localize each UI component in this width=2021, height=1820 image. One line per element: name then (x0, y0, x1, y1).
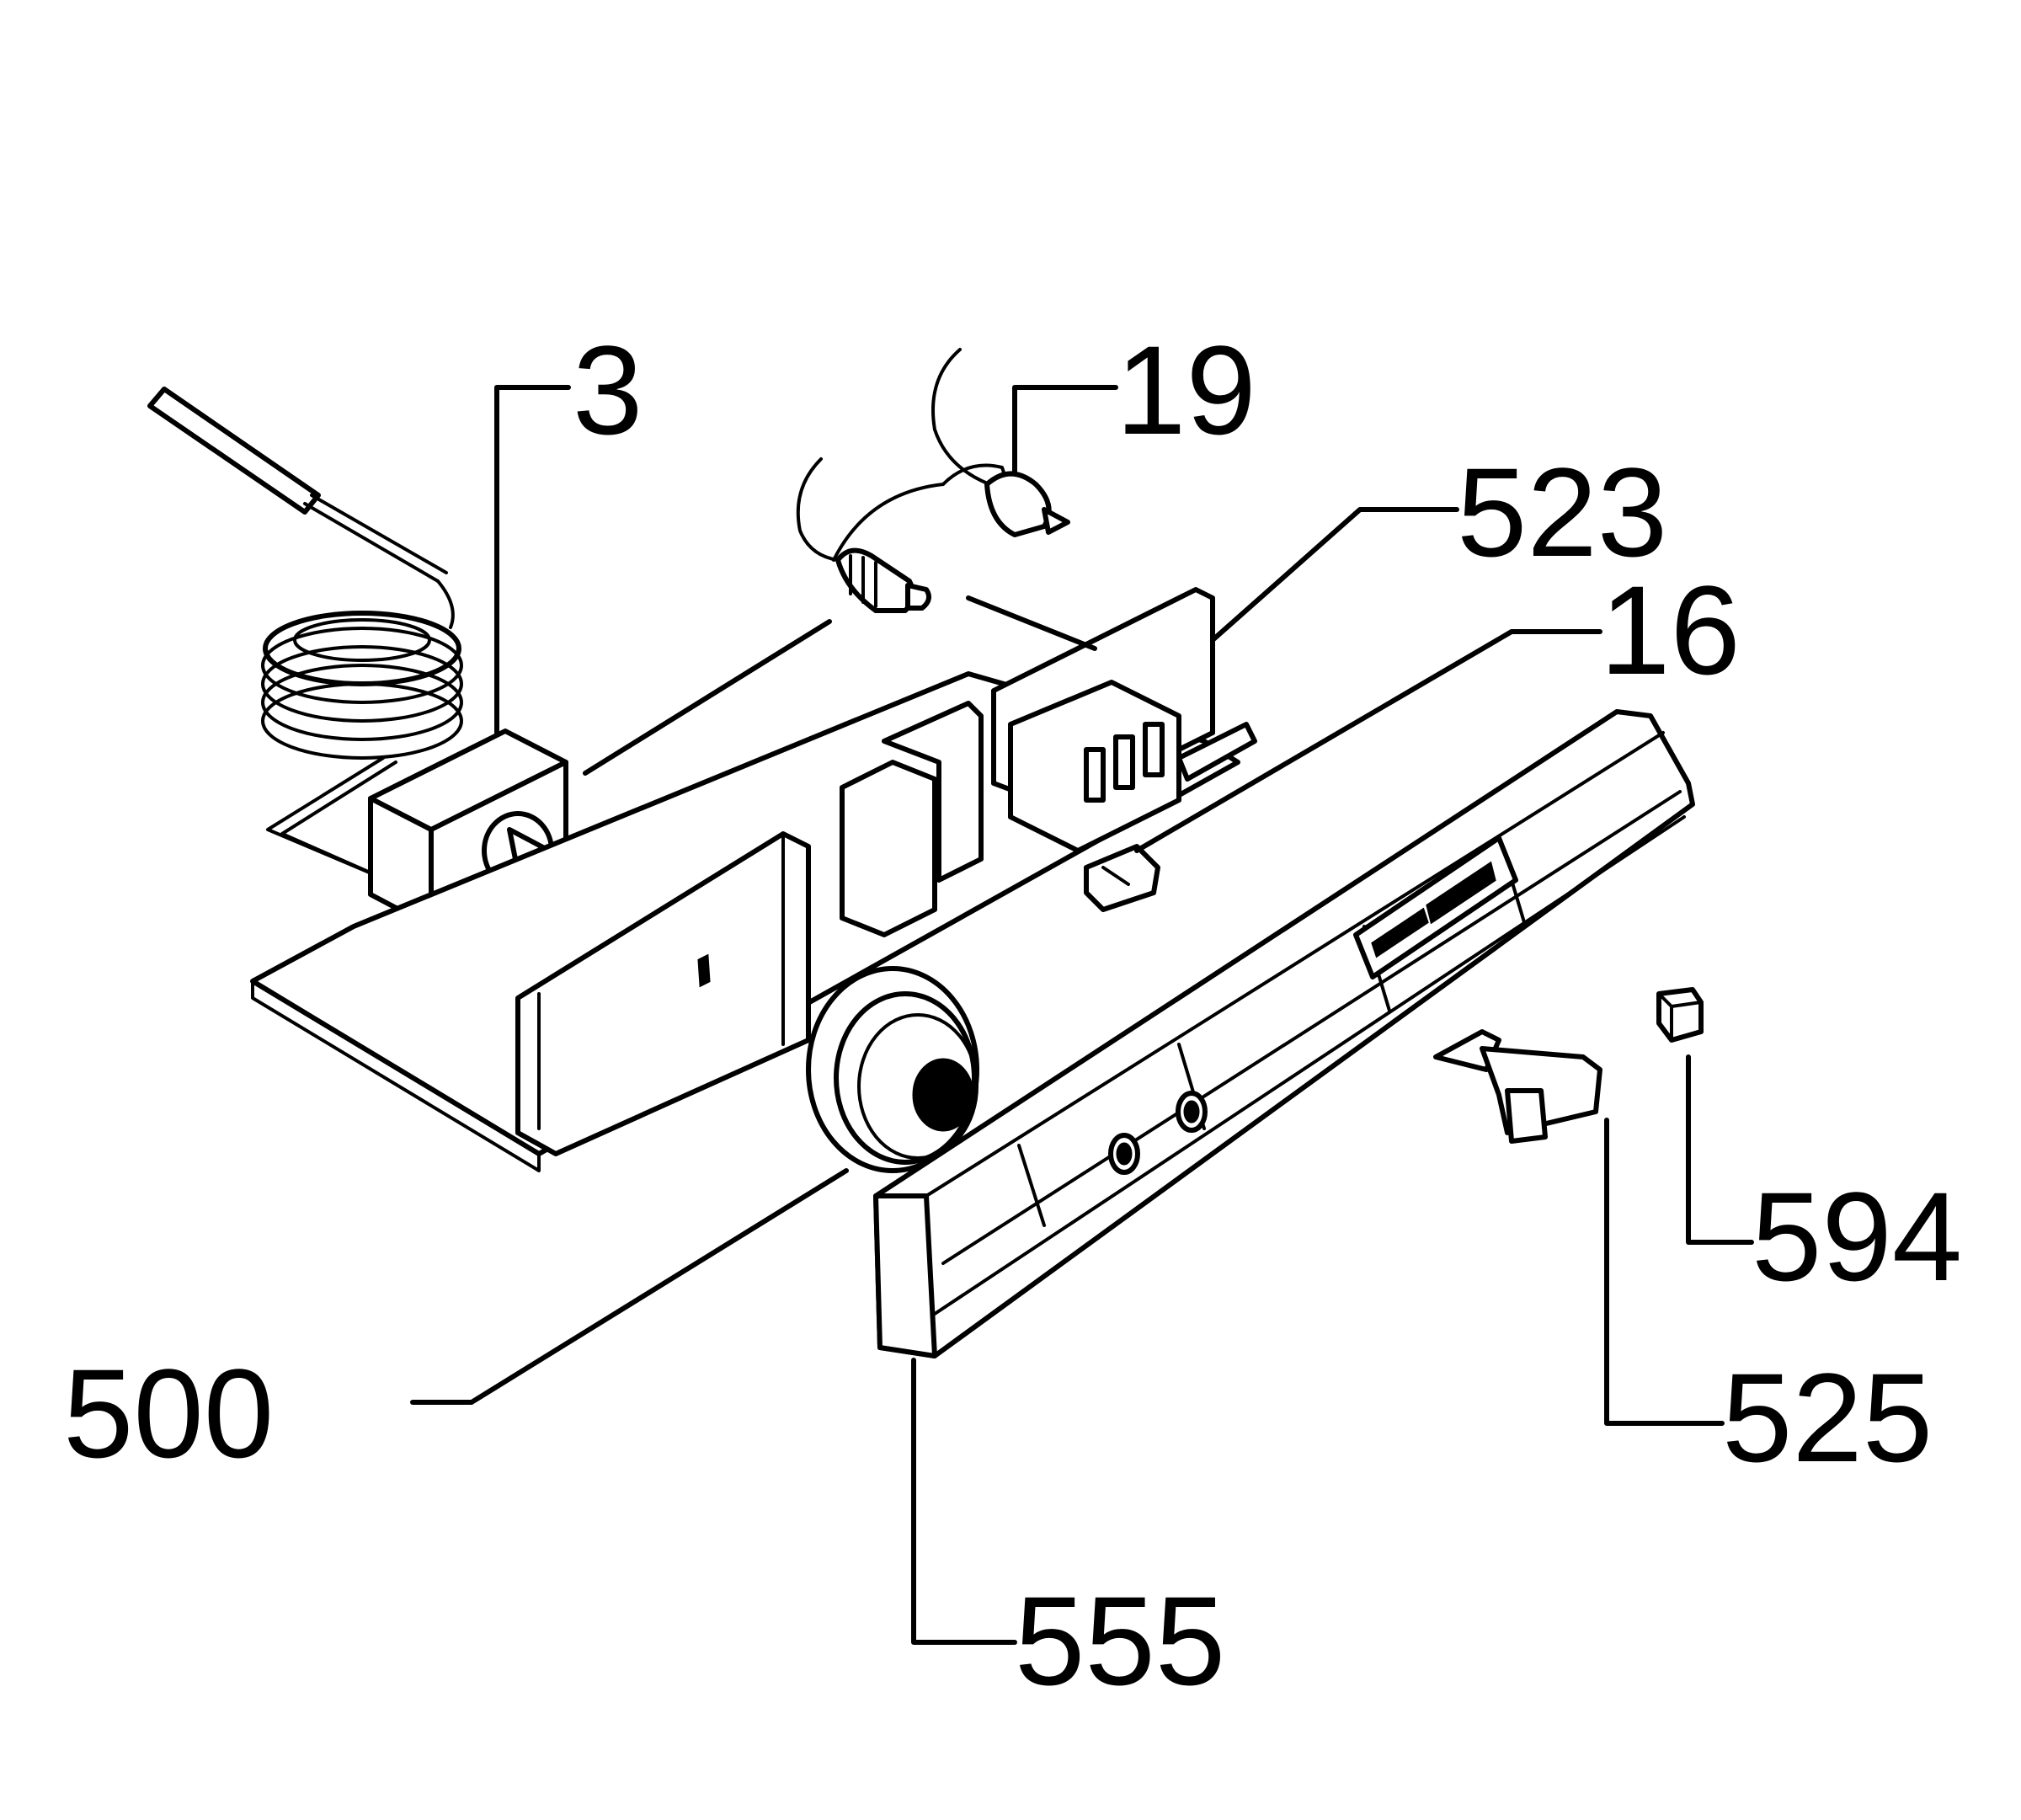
lamp-holder-part (931, 348, 1070, 537)
callout-500: 500 (63, 1342, 274, 1484)
lamp-bulb-part (796, 457, 945, 613)
callout-3: 3 (573, 319, 643, 461)
control-knob-part (806, 966, 979, 1173)
callout-19: 19 (1116, 319, 1256, 461)
mounting-plate (250, 587, 1257, 1172)
callout-525: 525 (1722, 1347, 1933, 1488)
small-bracket-part (1084, 844, 1160, 912)
latch-part (1433, 1029, 1602, 1144)
callout-594: 594 (1752, 1166, 1962, 1307)
callout-555: 555 (1015, 1570, 1225, 1711)
callout-523: 523 (1457, 441, 1667, 583)
callout-16: 16 (1600, 559, 1741, 701)
leader-lines (410, 385, 1754, 1645)
control-panel-part (873, 709, 1695, 1358)
callout-labels: 3 19 523 16 594 500 525 555 (63, 319, 1962, 1711)
cube-part (1656, 987, 1704, 1043)
thermostat-part (147, 387, 602, 929)
